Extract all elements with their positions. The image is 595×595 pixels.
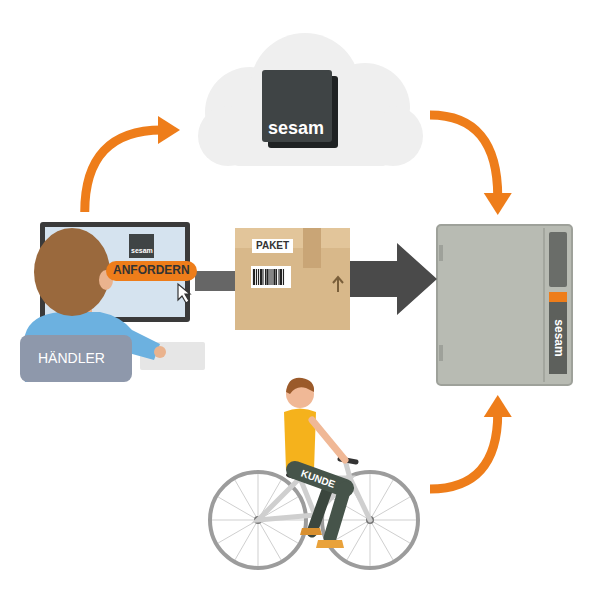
arrow-shaft (430, 115, 498, 197)
spoke (347, 520, 370, 560)
spoke (258, 474, 259, 520)
merchant-node: sesamANFORDERN HÄNDLER (20, 222, 195, 382)
delivery-bar (195, 281, 235, 282)
spoke (370, 497, 410, 520)
box-brand: sesam (550, 316, 566, 359)
arrow-head (484, 193, 512, 215)
barcode-bar (283, 269, 284, 285)
logo-text: sesam (268, 118, 324, 139)
bar-shaft (195, 271, 235, 291)
barcode-bar (269, 269, 270, 285)
cloud (198, 33, 423, 166)
cloud-node: sesam (190, 40, 420, 165)
cyclist (284, 378, 345, 548)
flow-arrow (85, 116, 180, 212)
barcode-bar (253, 269, 255, 285)
barcode-bar (266, 269, 268, 285)
spoke (370, 520, 416, 521)
barcode-bar (271, 269, 272, 285)
spoke (258, 520, 298, 543)
delivery-arrow (350, 243, 437, 315)
arrow-head (158, 116, 180, 144)
spoke (235, 520, 258, 560)
role-label: HÄNDLER (38, 350, 105, 366)
spoke (235, 480, 258, 520)
spoke (370, 520, 393, 560)
arrow-shaft (430, 413, 498, 489)
barcode-bar (273, 269, 275, 285)
barcode-bar (258, 269, 259, 285)
spoke (218, 520, 258, 543)
sesam-box-node: sesam (437, 225, 572, 385)
flow-arrow (430, 395, 512, 489)
merchant-person (20, 228, 205, 382)
big-arrow (350, 243, 437, 315)
barcode-bar (256, 269, 257, 285)
spoke (370, 474, 371, 520)
barcode-bar (276, 269, 277, 285)
role-label: KUNDE (299, 468, 336, 491)
package-node: PAKET (235, 228, 350, 330)
package (235, 228, 350, 330)
spoke (370, 520, 371, 566)
bicycle (210, 459, 418, 568)
sesam-box (437, 225, 572, 385)
package-label: PAKET (252, 239, 293, 253)
spoke (370, 520, 410, 543)
arrow-head (484, 395, 512, 417)
barcode-bar (278, 269, 279, 285)
spoke (370, 480, 393, 520)
request-button: ANFORDERN (106, 261, 197, 281)
spoke (258, 520, 281, 560)
spoke (258, 520, 259, 566)
spoke (218, 497, 258, 520)
arrow-shaft (85, 130, 162, 212)
barcode-bar (280, 269, 282, 285)
flow-arrow (430, 115, 512, 215)
logo-text: sesam (131, 247, 153, 255)
barcode-bar (260, 269, 262, 285)
cyclist-node: KUNDE (205, 368, 420, 563)
barcode-bar (262, 269, 263, 285)
barcode-bar (265, 269, 266, 285)
sesam-logo (262, 70, 338, 148)
spoke (212, 520, 258, 521)
